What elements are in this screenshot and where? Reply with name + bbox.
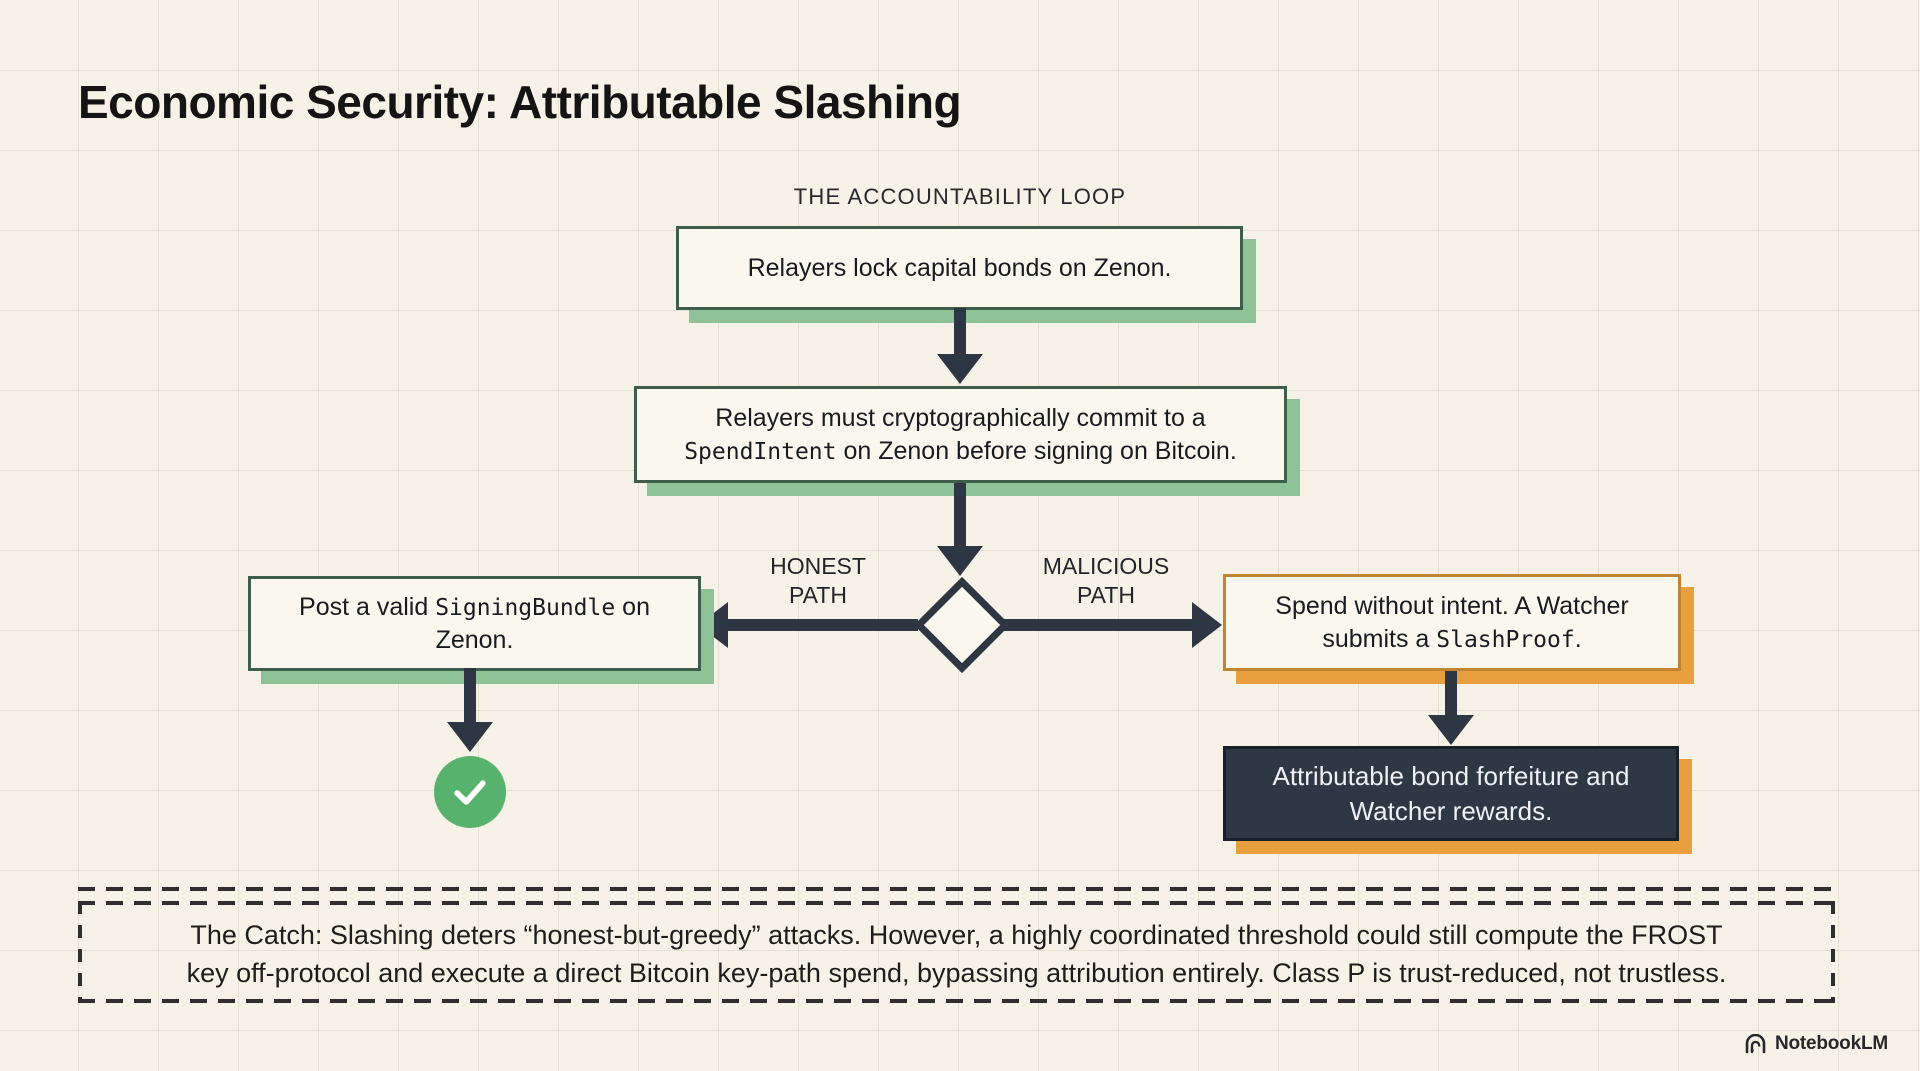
honest-path-label-line2: PATH xyxy=(789,581,847,608)
honest-path-text-pre: Post a valid xyxy=(299,592,436,621)
honest-path-code: SigningBundle xyxy=(435,594,616,621)
catch-note-line1: The Catch: Slashing deters “honest-but-g… xyxy=(190,920,1723,950)
malicious-path-text-post: . xyxy=(1574,624,1582,653)
malicious-path-label: MALICIOUS PATH xyxy=(1022,552,1190,610)
arrow-down-malicious-shaft xyxy=(1445,671,1457,719)
dashed-border-top-extra xyxy=(78,887,1835,891)
dashed-border-bottom xyxy=(78,999,1835,1003)
honest-path-label: HONEST PATH xyxy=(738,552,898,610)
arrow-right-head xyxy=(1192,602,1222,648)
arrow-down-malicious-head xyxy=(1428,715,1474,745)
malicious-path-code: SlashProof xyxy=(1436,626,1575,653)
honest-path-box: Post a valid SigningBundle on Zenon. xyxy=(248,576,701,671)
malicious-path-box: Spend without intent. A Watcher submits … xyxy=(1223,574,1681,671)
step2-box: Relayers must cryptographically commit t… xyxy=(634,386,1287,483)
check-icon xyxy=(454,780,486,805)
page-title: Economic Security: Attributable Slashing xyxy=(78,75,962,128)
dashed-border-top xyxy=(78,901,1835,905)
arrow-down-honest-head xyxy=(447,722,493,752)
step1-text: Relayers lock capital bonds on Zenon. xyxy=(747,253,1172,282)
catch-note-text: The Catch: Slashing deters “honest-but-g… xyxy=(78,916,1835,993)
honest-path-label-line1: HONEST xyxy=(770,553,866,579)
arrow-down-step1-head xyxy=(937,354,983,384)
dashed-border-left xyxy=(78,901,82,1003)
decision-diamond xyxy=(913,576,1011,674)
arrow-down-step2-head xyxy=(937,546,983,576)
outcome-text: Attributable bond forfeiture and Watcher… xyxy=(1272,761,1630,826)
arrow-down-step2-shaft xyxy=(954,483,966,548)
honest-path-text-post: on Zenon. xyxy=(435,592,650,654)
step1-box: Relayers lock capital bonds on Zenon. xyxy=(676,226,1243,310)
arrow-left-shaft xyxy=(726,619,918,631)
step2-text: Relayers must cryptographically commit t… xyxy=(651,402,1270,468)
notebooklm-icon xyxy=(1745,1034,1766,1054)
brand-name: NotebookLM xyxy=(1774,1033,1888,1054)
arrow-right-shaft xyxy=(1004,619,1194,631)
catch-note-box: The Catch: Slashing deters “honest-but-g… xyxy=(78,887,1835,1003)
catch-note-line2: key off-protocol and execute a direct Bi… xyxy=(186,958,1727,989)
step2-text-post: on Zenon before signing on Bitcoin. xyxy=(836,436,1237,465)
arrow-down-honest-shaft xyxy=(464,668,476,724)
success-badge xyxy=(434,756,506,828)
step2-text-pre: Relayers must cryptographically commit t… xyxy=(715,403,1206,432)
malicious-path-text: Spend without intent. A Watcher submits … xyxy=(1240,590,1664,656)
outcome-box: Attributable bond forfeiture and Watcher… xyxy=(1223,746,1679,841)
arrow-left-head xyxy=(698,602,728,648)
malicious-path-label-line1: MALICIOUS xyxy=(1042,553,1170,579)
malicious-path-text-pre: Spend without intent. A Watcher submits … xyxy=(1275,591,1629,653)
arrow-down-step1-shaft xyxy=(954,308,966,358)
dashed-border-right xyxy=(1831,901,1835,1003)
honest-path-text: Post a valid SigningBundle on Zenon. xyxy=(265,591,684,657)
accountability-loop-heading: THE ACCOUNTABILITY LOOP xyxy=(793,184,1127,209)
brand-watermark: NotebookLM xyxy=(1743,1033,1888,1055)
step2-code: SpendIntent xyxy=(684,438,837,465)
malicious-path-label-line2: PATH xyxy=(1077,581,1135,608)
